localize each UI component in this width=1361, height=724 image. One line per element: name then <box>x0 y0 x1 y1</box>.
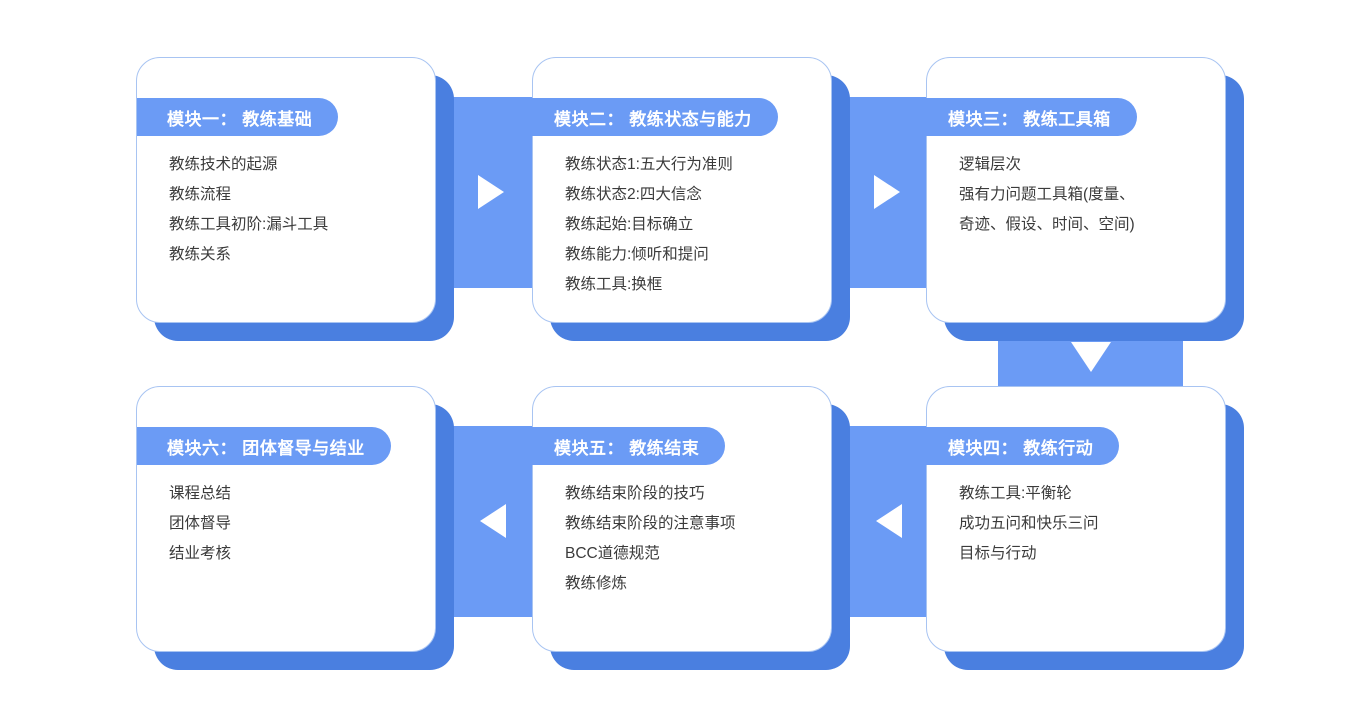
list-item: 教练状态1:五大行为准则 <box>565 156 733 173</box>
list-item: 课程总结 <box>169 485 232 502</box>
module-title: 模块六： 团体督导与结业 <box>167 438 365 458</box>
list-item: 结业考核 <box>169 545 232 562</box>
module-header: 模块二： 教练状态与能力 <box>524 98 778 136</box>
module-item-list: 课程总结 团体督导 结业考核 <box>169 479 415 569</box>
module-item-list: 教练状态1:五大行为准则 教练状态2:四大信念 教练起始:目标确立 教练能力:倾… <box>565 150 811 300</box>
list-item: 教练工具初阶:漏斗工具 <box>169 216 329 233</box>
module-title: 模块二： 教练状态与能力 <box>554 109 752 129</box>
arrow-left-icon <box>480 504 506 538</box>
arrow-down-icon <box>1071 342 1111 372</box>
module-item-list: 教练工具:平衡轮 成功五问和快乐三问 目标与行动 <box>959 479 1205 569</box>
list-item: 目标与行动 <box>959 545 1037 562</box>
list-item: 逻辑层次 <box>959 156 1022 173</box>
card-surface: 模块四： 教练行动 教练工具:平衡轮 成功五问和快乐三问 目标与行动 <box>918 386 1226 652</box>
module-header: 模块六： 团体督导与结业 <box>137 427 391 465</box>
list-item: 教练流程 <box>169 186 232 203</box>
arrow-right-icon <box>478 175 504 209</box>
list-item: 教练结束阶段的注意事项 <box>565 515 736 532</box>
card-surface: 模块五： 教练结束 教练结束阶段的技巧 教练结束阶段的注意事项 BCC道德规范 … <box>524 386 832 652</box>
card-surface: 模块三： 教练工具箱 逻辑层次 强有力问题工具箱(度量、 奇迹、假设、时间、空间… <box>918 57 1226 323</box>
arrow-left-icon <box>876 504 902 538</box>
card-surface: 模块一： 教练基础 教练技术的起源 教练流程 教练工具初阶:漏斗工具 教练关系 <box>136 57 436 323</box>
list-item: 教练结束阶段的技巧 <box>565 485 705 502</box>
list-item: 成功五问和快乐三问 <box>959 515 1099 532</box>
list-item: 教练关系 <box>169 246 232 263</box>
arrow-right-icon <box>874 175 900 209</box>
list-item: 教练工具:平衡轮 <box>959 485 1072 502</box>
list-item: 团体督导 <box>169 515 232 532</box>
card-surface: 模块六： 团体督导与结业 课程总结 团体督导 结业考核 <box>136 386 436 652</box>
list-item: BCC道德规范 <box>565 545 660 562</box>
list-item: 教练工具:换框 <box>565 276 663 293</box>
module-header: 模块一： 教练基础 <box>137 98 339 136</box>
card-surface: 模块二： 教练状态与能力 教练状态1:五大行为准则 教练状态2:四大信念 教练起… <box>524 57 832 323</box>
module-title: 模块五： 教练结束 <box>554 438 700 458</box>
module-header: 模块三： 教练工具箱 <box>918 98 1137 136</box>
list-item: 教练起始:目标确立 <box>565 216 694 233</box>
list-item: 教练技术的起源 <box>169 156 278 173</box>
list-item: 教练状态2:四大信念 <box>565 186 702 203</box>
module-item-list: 教练技术的起源 教练流程 教练工具初阶:漏斗工具 教练关系 <box>169 150 415 270</box>
module-header: 模块四： 教练行动 <box>918 427 1120 465</box>
module-title: 模块三： 教练工具箱 <box>948 109 1111 129</box>
module-title: 模块四： 教练行动 <box>948 438 1094 458</box>
module-item-list: 教练结束阶段的技巧 教练结束阶段的注意事项 BCC道德规范 教练修炼 <box>565 479 811 599</box>
list-item: 教练修炼 <box>565 575 628 592</box>
module-item-list: 逻辑层次 强有力问题工具箱(度量、 奇迹、假设、时间、空间) <box>959 150 1205 240</box>
module-header: 模块五： 教练结束 <box>524 427 726 465</box>
list-item: 教练能力:倾听和提问 <box>565 246 709 263</box>
list-item: 强有力问题工具箱(度量、 奇迹、假设、时间、空间) <box>959 186 1135 233</box>
module-title: 模块一： 教练基础 <box>167 109 313 129</box>
